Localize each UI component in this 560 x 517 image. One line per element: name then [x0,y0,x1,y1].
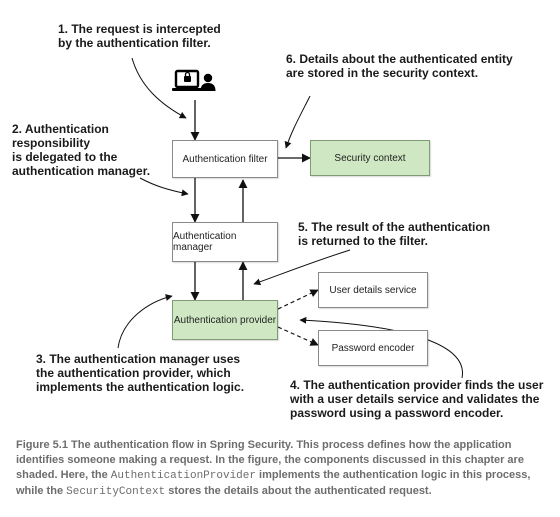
laptop-user-icon [172,69,216,91]
connector-layer [117,57,463,379]
password-encoder-box: Password encoder [318,330,428,366]
leader-note-4 [299,316,463,379]
security-context-box: Security context [310,140,430,176]
leader-note-3 [117,294,173,349]
leader-note-6 [284,95,311,149]
user-details-service-box: User details service [318,272,428,308]
authentication-provider-box: Authentication provider [172,300,278,340]
leader-note-1 [131,57,187,119]
note-2: 2. Authentication responsibility is dele… [12,122,151,178]
note-6: 6. Details about the authenticated entit… [286,52,513,80]
leader-note-5 [253,249,351,286]
authentication-manager-box: Authentication manager [172,222,278,262]
caption-text-1: Figure 5.1 The authentication flow in Sp… [16,439,524,481]
leader-note-2 [139,177,189,197]
authentication-filter-box: Authentication filter [172,140,278,178]
caption-code-authentication-provider: AuthenticationProvider [110,470,256,482]
note-1: 1. The request is intercepted by the aut… [58,22,221,50]
caption-text-3: stores the details about the authenticat… [165,485,432,497]
note-3: 3. The authentication manager uses the a… [36,352,245,394]
caption-text-2: implements the authentication logic in t… [16,469,531,497]
note-4: 4. The authentication provider finds the… [290,378,544,420]
figure-caption: Figure 5.1 The authentication flow in Sp… [16,438,546,500]
note-5: 5. The result of the authentication is r… [298,220,491,248]
arrow-provider-to-password-encoder [277,326,319,346]
caption-code-security-context: SecurityContext [66,486,166,498]
arrow-provider-to-user-details [277,289,319,310]
diagram: Authentication filter Security context A… [12,22,544,420]
